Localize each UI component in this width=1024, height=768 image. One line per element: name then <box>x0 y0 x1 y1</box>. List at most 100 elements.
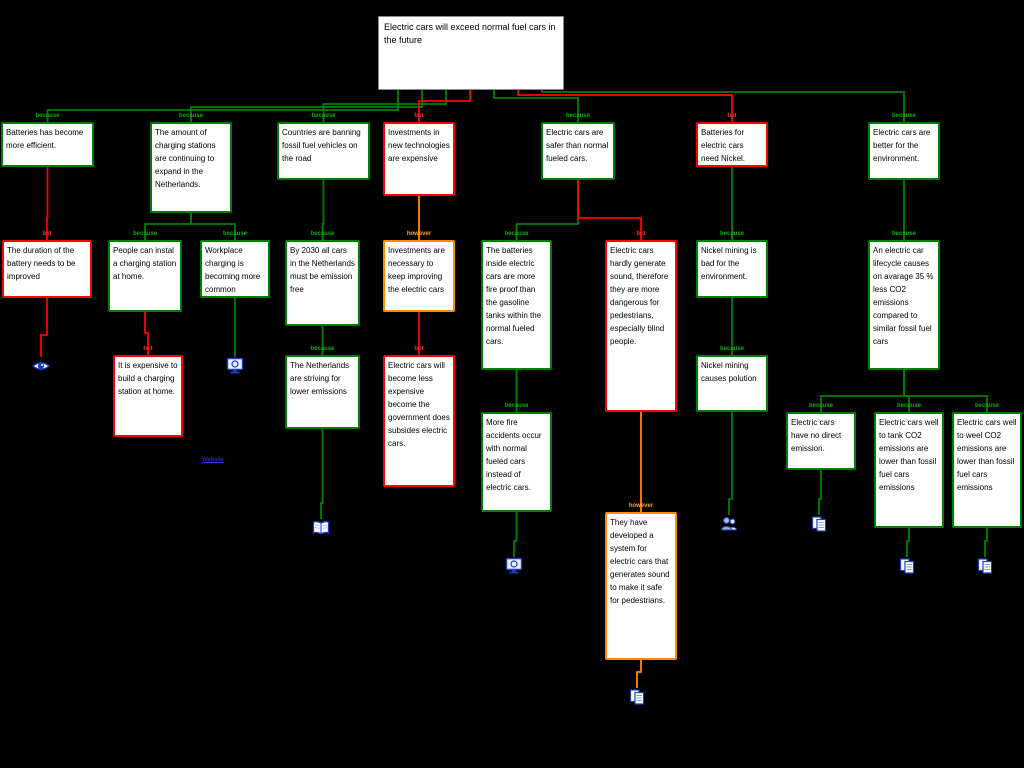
edge-A-A1 <box>46 167 49 240</box>
node-text: They have developed a system for electri… <box>610 518 670 605</box>
doc-icon[interactable] <box>628 688 646 706</box>
book-icon[interactable] <box>312 519 330 537</box>
node-text: Electric cars well to weel CO2 emissions… <box>957 418 1017 492</box>
node-text: Investments are necessary to keep improv… <box>388 246 445 294</box>
argument-node-B1[interactable]: People can instal a charging station at … <box>108 240 182 312</box>
edge-G1-G2c <box>903 370 988 412</box>
edge-E-E2 <box>577 180 642 240</box>
node-text: Nickel mining is bad for the environment… <box>701 246 757 281</box>
monitor-icon[interactable] <box>505 557 523 575</box>
argument-node-C1[interactable]: By 2030 all cars in the Netherlands must… <box>285 240 360 326</box>
argument-node-F[interactable]: Batteries for electric cars need Nickel. <box>696 122 768 167</box>
argument-node-G2c[interactable]: Electric cars well to weel CO2 emissions… <box>952 412 1022 528</box>
edge-root-E <box>493 90 579 122</box>
edge-B-B2 <box>190 213 236 240</box>
edge-relation-label: because <box>896 403 921 409</box>
edge-relation-label: because <box>808 403 833 409</box>
node-text: The Netherlands are striving for lower e… <box>290 361 350 396</box>
argument-node-G[interactable]: Electric cars are better for the environ… <box>868 122 940 180</box>
edge-relation-label: but <box>143 346 153 352</box>
edge-E1a-icon-monitor-2 <box>513 512 518 557</box>
edge-relation-label: because <box>35 113 60 119</box>
edge-G2a-icon-doc-1 <box>818 470 822 515</box>
node-text: Nickel mining causes polution <box>701 361 757 383</box>
doc-icon[interactable] <box>810 515 828 533</box>
argument-node-D[interactable]: Investments in new technologies are expe… <box>383 122 455 196</box>
edge-relation-label: because <box>178 113 203 119</box>
argument-node-E2a[interactable]: They have developed a system for electri… <box>605 512 677 660</box>
edge-relation-label: because <box>891 231 916 237</box>
argument-node-A1[interactable]: The duration of the battery needs to be … <box>2 240 92 298</box>
argument-node-A[interactable]: Batteries has become more efficient. <box>1 122 94 167</box>
edge-relation-label: because <box>132 231 157 237</box>
eye-icon[interactable] <box>32 357 50 375</box>
node-text: The batteries inside electric cars are m… <box>486 246 542 346</box>
monitor-icon[interactable] <box>226 357 244 375</box>
edge-relation-label: because <box>222 231 247 237</box>
node-text: Workplace charging is becoming more comm… <box>205 246 261 294</box>
node-text: Batteries for electric cars need Nickel. <box>701 128 746 163</box>
node-text: The duration of the battery needs to be … <box>7 246 76 281</box>
website-link[interactable]: Website <box>202 457 224 463</box>
argument-node-G2b[interactable]: Electric cars well to tank CO2 emissions… <box>874 412 944 528</box>
edge-root-F <box>517 90 733 122</box>
node-text: An electric car lifecycle causes on avar… <box>873 246 934 346</box>
edge-relation-label: because <box>719 231 744 237</box>
edge-root-A <box>46 90 399 122</box>
argument-node-E1a[interactable]: More fire accidents occur with normal fu… <box>481 412 552 512</box>
argument-node-D1[interactable]: Investments are necessary to keep improv… <box>383 240 455 312</box>
node-text: It is expensive to build a charging stat… <box>118 361 178 396</box>
edge-relation-label: because <box>504 231 529 237</box>
doc-icon[interactable] <box>976 557 994 575</box>
edge-relation-label: because <box>891 113 916 119</box>
node-text: Batteries has become more efficient. <box>6 128 84 150</box>
edge-relation-label: but <box>414 346 424 352</box>
edge-relation-label: because <box>974 403 999 409</box>
node-text: More fire accidents occur with normal fu… <box>486 418 542 492</box>
node-text: Investments in new technologies are expe… <box>388 128 450 163</box>
edge-E2a-icon-doc-4 <box>636 660 642 688</box>
edge-B1-B1a <box>144 312 149 355</box>
claim-node[interactable]: Electric cars will exceed normal fuel ca… <box>378 16 564 90</box>
node-text: Electric cars well to tank CO2 emissions… <box>879 418 939 492</box>
edge-C-C1 <box>321 180 325 240</box>
doc-icon[interactable] <box>898 557 916 575</box>
node-text: By 2030 all cars in the Netherlands must… <box>290 246 355 294</box>
node-text: Electric cars hardly generate sound, the… <box>610 246 669 346</box>
argument-node-E2[interactable]: Electric cars hardly generate sound, the… <box>605 240 677 412</box>
argument-node-B[interactable]: The amount of charging stations are cont… <box>150 122 232 213</box>
edge-relation-label: because <box>311 113 336 119</box>
edge-relation-label: but <box>727 113 737 119</box>
edge-relation-label: because <box>504 403 529 409</box>
edge-root-D <box>418 90 471 122</box>
argument-node-D1a[interactable]: Electric cars will become less expensive… <box>383 355 455 487</box>
argument-node-C1a[interactable]: The Netherlands are striving for lower e… <box>285 355 360 429</box>
node-text: Electric cars have no direct emission. <box>791 418 842 453</box>
argument-node-G2a[interactable]: Electric cars have no direct emission. <box>786 412 856 470</box>
edge-relation-label: but <box>636 231 646 237</box>
edge-relation-label: but <box>42 231 52 237</box>
argument-node-E[interactable]: Electric cars are safer than normal fuel… <box>541 122 615 180</box>
edge-G2b-icon-doc-2 <box>906 528 910 557</box>
edge-relation-label: because <box>310 346 335 352</box>
node-text: Electric cars are safer than normal fuel… <box>546 128 609 163</box>
edge-root-G <box>541 90 905 122</box>
argument-node-B2[interactable]: Workplace charging is becoming more comm… <box>200 240 270 298</box>
people-icon[interactable] <box>720 515 738 533</box>
argument-node-G1[interactable]: An electric car lifecycle causes on avar… <box>868 240 940 370</box>
node-text: Electric cars will become less expensive… <box>388 361 450 448</box>
edge-relation-label: however <box>628 503 654 509</box>
edge-relation-label: because <box>719 346 744 352</box>
argument-node-C[interactable]: Countries are banning fossil fuel vehicl… <box>277 122 370 180</box>
node-text: Countries are banning fossil fuel vehicl… <box>282 128 361 163</box>
edge-relation-label: however <box>406 231 432 237</box>
node-text: People can instal a charging station at … <box>113 246 177 281</box>
node-text: The amount of charging stations are cont… <box>155 128 216 189</box>
argument-node-F1[interactable]: Nickel mining is bad for the environment… <box>696 240 768 298</box>
argument-node-E1[interactable]: The batteries inside electric cars are m… <box>481 240 552 370</box>
edge-F1a-icon-people <box>728 412 733 515</box>
argument-node-F1a[interactable]: Nickel mining causes polution <box>696 355 768 412</box>
argument-node-B1a[interactable]: It is expensive to build a charging stat… <box>113 355 183 437</box>
